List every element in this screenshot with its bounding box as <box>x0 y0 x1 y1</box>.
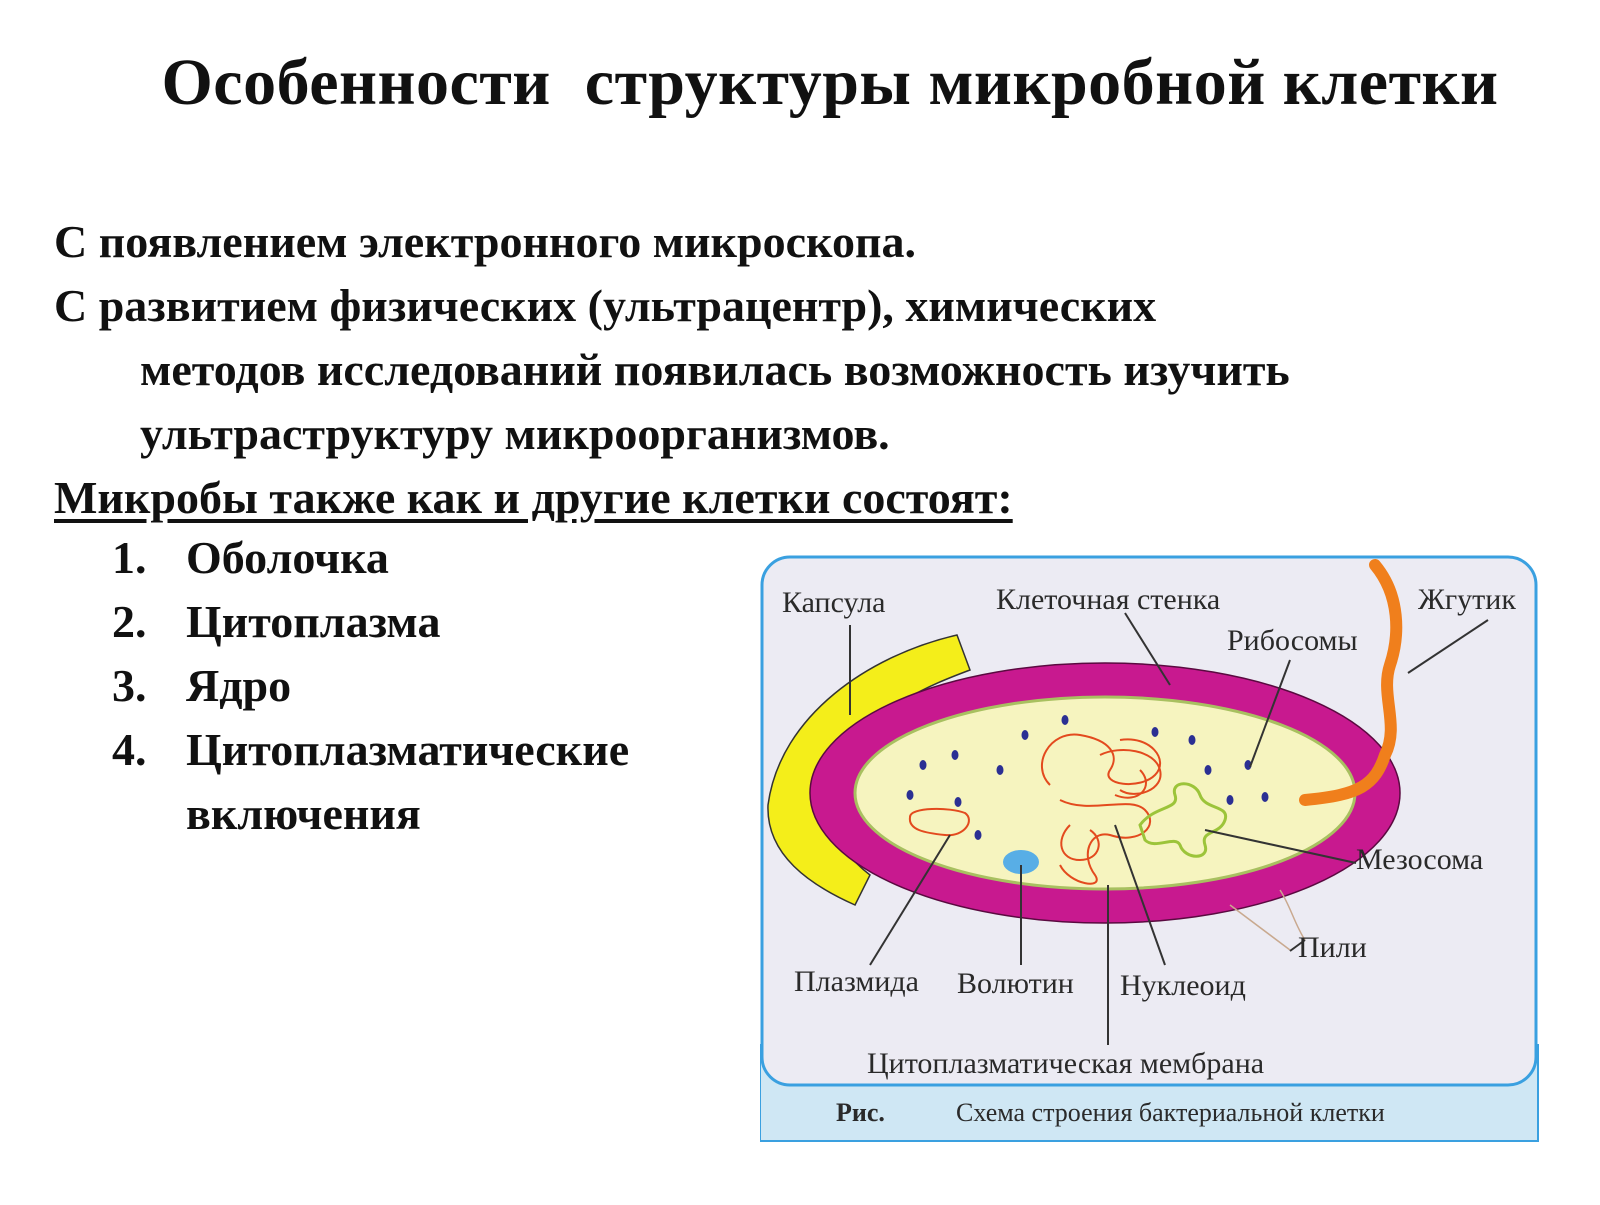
label-mesosome: Мезосома <box>1356 843 1483 876</box>
list-item-number: 2. <box>112 596 147 647</box>
label-membrane: Цитоплазматическая мембрана <box>867 1047 1264 1080</box>
list-item-number: 3. <box>112 660 147 711</box>
volutin-shape <box>1003 850 1039 874</box>
label-pili: Пили <box>1298 931 1367 964</box>
list-item: 1. Оболочка <box>112 526 629 590</box>
bacterial-cell-figure: Капсула Клеточная стенка Жгутик Рибосомы… <box>760 555 1540 1143</box>
list-item: 4. Цитоплазматические включения <box>112 718 629 846</box>
flagellum-shape <box>1299 559 1403 806</box>
label-plasmid: Плазмида <box>794 965 919 998</box>
ribosomes-shape <box>906 715 1269 840</box>
label-nucleoid: Нуклеоид <box>1120 969 1246 1002</box>
mesosome-shape <box>1138 782 1228 858</box>
nucleoid-shape <box>1040 733 1162 885</box>
caption-prefix: Рис. <box>836 1098 885 1127</box>
components-list: 1. Оболочка 2. Цитоплазма 3. Ядро 4. Цит… <box>112 526 629 846</box>
list-item-text: Цитоплазматические <box>186 724 630 775</box>
intro-line-4: ультраструктуру микроорганизмов. <box>140 408 890 459</box>
figure-caption: Схема строения бактериальной клетки <box>956 1098 1385 1127</box>
bacterial-cell-diagram: Капсула Клеточная стенка Жгутик Рибосомы… <box>760 555 1539 1142</box>
section-heading: Микробы также как и другие клетки состоя… <box>54 472 1013 523</box>
plasmid-shape <box>908 807 970 837</box>
label-volutin: Волютин <box>957 967 1074 1000</box>
intro-line-3: методов исследований появилась возможнос… <box>140 344 1290 395</box>
list-item-number: 1. <box>112 532 147 583</box>
page-title: Особенности структуры микробной клетки <box>161 46 1499 119</box>
intro-line-1: С появлением электронного микроскопа. <box>54 216 916 267</box>
list-item-text-continued: включения <box>186 788 421 839</box>
label-ribosomes: Рибосомы <box>1227 624 1358 657</box>
list-item-text: Цитоплазма <box>186 596 441 647</box>
leader-lines <box>849 612 1489 1045</box>
intro-line-2: С развитием физических (ультрацентр), хи… <box>54 280 1157 331</box>
list-item-text: Ядро <box>186 660 292 711</box>
cytoplasm-shape <box>853 695 1357 891</box>
list-item-number: 4. <box>112 724 147 775</box>
pili-shape <box>1229 889 1306 951</box>
label-cell-wall: Клеточная стенка <box>996 583 1220 616</box>
list-item: 3. Ядро <box>112 654 629 718</box>
list-item: 2. Цитоплазма <box>112 590 629 654</box>
list-item-text: Оболочка <box>186 532 389 583</box>
intro-text: С появлением электронного микроскопа. С … <box>54 210 1554 530</box>
label-capsule: Капсула <box>782 586 885 619</box>
label-flagellum: Жгутик <box>1418 583 1516 616</box>
